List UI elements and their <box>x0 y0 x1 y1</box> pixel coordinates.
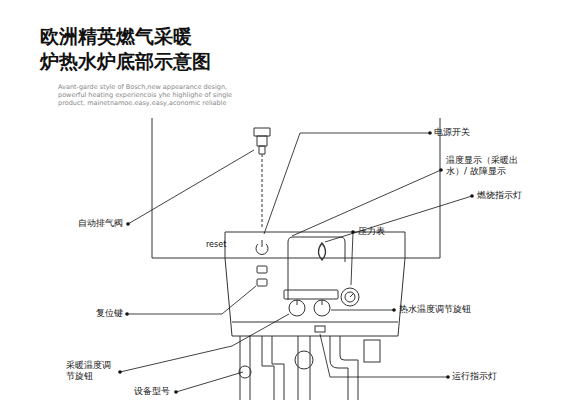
callout-label: 复位键 <box>96 308 123 319</box>
callout-label: 电源开关 <box>434 127 470 138</box>
slogan-text: Avant-garde style of Bosch,new appearanc… <box>58 84 248 107</box>
button-label: reset <box>206 240 226 250</box>
callout-label: 采暖温度调 节旋钮 <box>66 360 116 382</box>
callout-label: 燃烧指示灯 <box>477 190 522 201</box>
diagram-title: 欧洲精英燃气采暖 炉热水炉底部示意图 <box>40 24 216 73</box>
callout-label: 压力表 <box>358 226 385 237</box>
callout-label: 运行指示灯 <box>452 371 497 382</box>
callout-label: 设备型号 <box>134 386 170 397</box>
callout-label: 热水温度调节旋钮 <box>399 304 471 315</box>
callout-label: 温度显示（采暖出 水）/ 故障显示 <box>446 155 524 177</box>
callout-label: 自动排气阀 <box>78 218 123 229</box>
